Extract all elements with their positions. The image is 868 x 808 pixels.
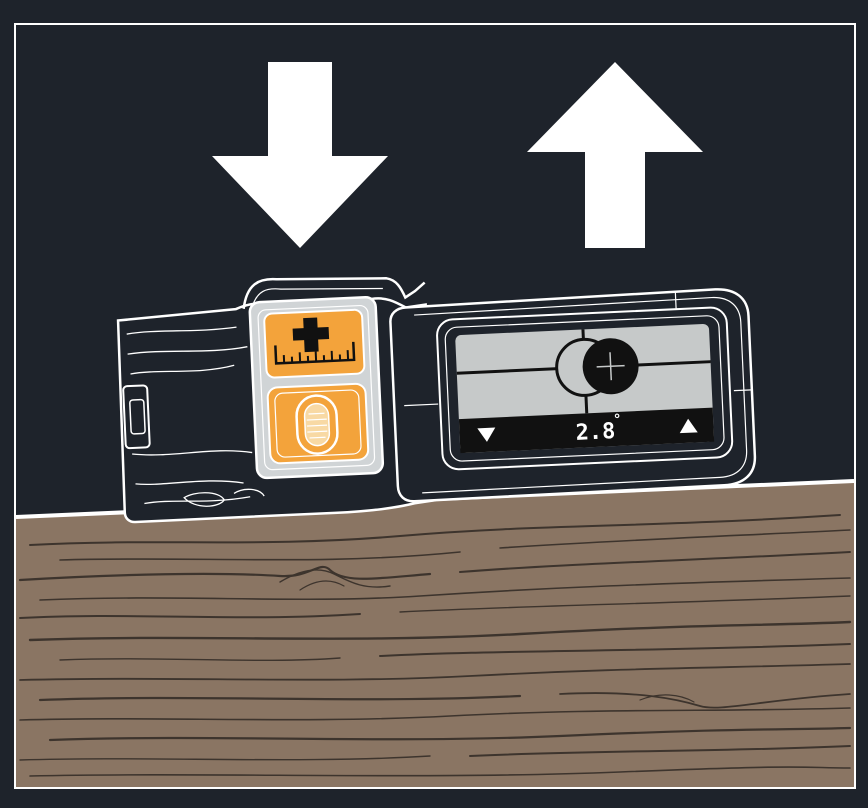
belt-clip <box>242 277 426 309</box>
oval-power-icon <box>295 394 339 455</box>
arrow-down-icon <box>212 62 388 248</box>
degree-symbol: ° <box>613 412 622 428</box>
wood-surface <box>15 479 855 787</box>
triangle-up-icon <box>679 418 698 434</box>
level-bubble-icon <box>555 337 639 397</box>
measure-button[interactable] <box>263 308 366 379</box>
outer-frame <box>14 23 856 789</box>
grip-texture <box>126 326 265 507</box>
side-port <box>122 384 151 450</box>
triangle-down-icon <box>477 427 496 442</box>
power-button[interactable] <box>266 382 370 465</box>
angle-reading: 2.8 <box>575 419 616 446</box>
crosshair-ruler-icon <box>274 317 356 365</box>
button-panel <box>248 296 385 480</box>
arrow-up-icon <box>527 62 703 248</box>
level-screen: 2.8 ° <box>455 323 715 454</box>
wood-grain-lines <box>18 514 852 777</box>
level-device: 2.8 ° <box>116 277 757 524</box>
